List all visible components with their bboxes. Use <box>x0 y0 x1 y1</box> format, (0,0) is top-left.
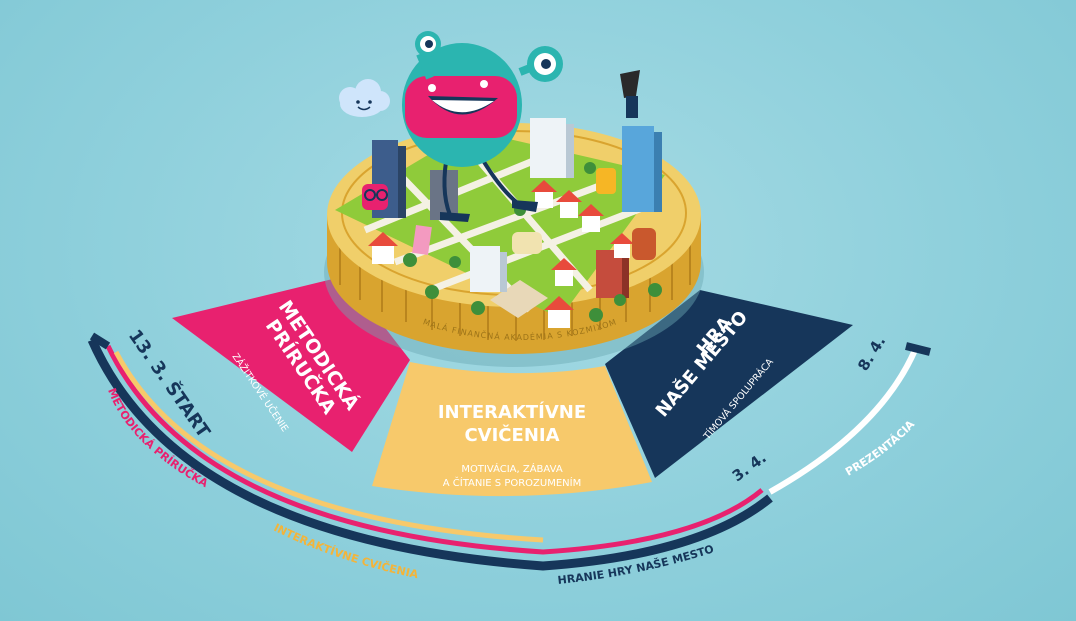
segment-hra: HRA NAŠE MESTO TÍMOVÁ SPOLUPRÁCA <box>605 290 853 478</box>
timeline <box>87 332 931 571</box>
segment-interaktivne: INTERAKTÍVNE CVIČENIA MOTIVÁCIA, ZÁBAVA … <box>372 362 652 497</box>
segment-interaktivne-subtitle-1: MOTIVÁCIA, ZÁBAVA <box>461 462 563 475</box>
timeline-arc-yellow <box>113 350 544 543</box>
segment-interaktivne-shape <box>372 362 652 497</box>
segment-interaktivne-subtitle-2: A ČÍTANIE S POROZUMENÍM <box>443 476 581 489</box>
date-end: 8. 4. <box>854 333 889 374</box>
tourist-character-icon <box>362 70 656 260</box>
timeline-tick-start <box>89 332 111 350</box>
city-plaza <box>490 280 548 318</box>
segment-metodicka-shape <box>172 276 410 452</box>
cloud-icon <box>339 79 390 117</box>
city-map-icon <box>335 70 665 328</box>
date-mid: 3. 4. <box>729 449 770 486</box>
building-icon <box>372 118 662 298</box>
segment-interaktivne-title-1: INTERAKTÍVNE <box>438 401 586 423</box>
timeline-tick-end <box>905 342 931 356</box>
timeline-arc-pink <box>105 344 764 555</box>
timeline-arc-navy <box>87 338 773 571</box>
segment-interaktivne-title-2: CVIČENIA <box>464 424 559 446</box>
timeline-arc-white <box>768 348 918 495</box>
segment-hra-shape <box>605 290 853 478</box>
house-icon <box>368 180 634 328</box>
monster-mascot-icon <box>402 31 563 222</box>
label-prezentacia: PREZENTÁCIA <box>843 417 917 478</box>
